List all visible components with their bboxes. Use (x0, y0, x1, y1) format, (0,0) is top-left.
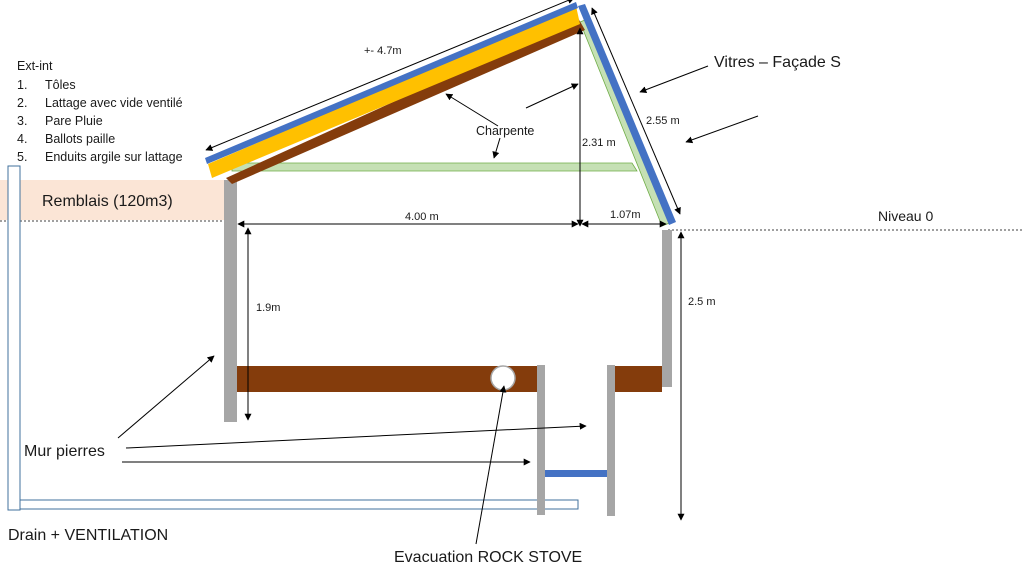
dim-wall-height-label: 1.9m (256, 302, 280, 314)
arrow-mur-2 (125, 422, 587, 449)
arrow-glass-2 (685, 115, 759, 144)
legend-item-2-num: 2. (17, 96, 27, 110)
charpente-label: Charpente (476, 124, 534, 138)
floor-left (237, 366, 537, 392)
legend-item-4-num: 4. (17, 132, 27, 146)
drain-pipe-vertical (7, 165, 21, 511)
vitres-label: Vitres – Façade S (714, 54, 841, 71)
arrow-charpente-3 (525, 83, 579, 109)
wall-pit-left (537, 365, 545, 515)
niveau-label: Niveau 0 (878, 208, 933, 224)
arrow-charpente-1 (445, 93, 499, 127)
floor-right (615, 366, 662, 392)
remblais-label: Remblais (120m3) (42, 193, 173, 210)
arrow-charpente-2 (492, 137, 501, 159)
legend-heading: Ext-int (17, 59, 53, 73)
pit-connector (545, 470, 607, 477)
legend-item-3-num: 3. (17, 114, 27, 128)
remblais-zone (0, 180, 228, 220)
legend-item-5-num: 5. (17, 150, 27, 164)
stove-pipe-circle (490, 365, 516, 391)
wall-pit-right (607, 365, 615, 516)
roof-blue-sheet (205, 2, 578, 164)
dim-total-height-label: 2.5 m (688, 296, 716, 308)
arrow-mur-1 (117, 355, 215, 439)
legend-item-1-num: 1. (17, 78, 27, 92)
drain-pipe-horizontal (19, 499, 579, 510)
dim-glass-label: 2.55 m (646, 115, 680, 127)
wall-front (662, 230, 672, 387)
legend-item-3-text: Pare Pluie (45, 114, 103, 128)
evacuation-label: Evacuation ROCK STOVE (394, 549, 582, 566)
legend-item-5-text: Enduits argile sur lattage (45, 150, 183, 164)
dim-width-main-label: 4.00 m (405, 211, 439, 223)
mur-pierres-label: Mur pierres (24, 443, 105, 460)
dim-roof (205, 0, 575, 151)
legend-item-2-text: Lattage avec vide ventilé (45, 96, 183, 110)
roof-yellow-layer (208, 6, 580, 178)
drain-label: Drain + VENTILATION (8, 527, 168, 544)
dim-roof-label: +- 4.7m (364, 45, 402, 57)
dim-glass (591, 7, 681, 215)
dim-width-front-label: 1.07m (610, 209, 641, 221)
tie-beam (231, 162, 638, 172)
arrow-vitres (639, 65, 709, 94)
legend-item-4-text: Ballots paille (45, 132, 115, 146)
dim-ridge-height-label: 2.31 m (582, 137, 616, 149)
arrow-evacuation (475, 385, 507, 545)
legend-item-1-text: Tôles (45, 78, 76, 92)
wall-back (224, 180, 237, 422)
legend-list: 1. Tôles 2. Lattage avec vide ventilé 3.… (17, 78, 183, 164)
